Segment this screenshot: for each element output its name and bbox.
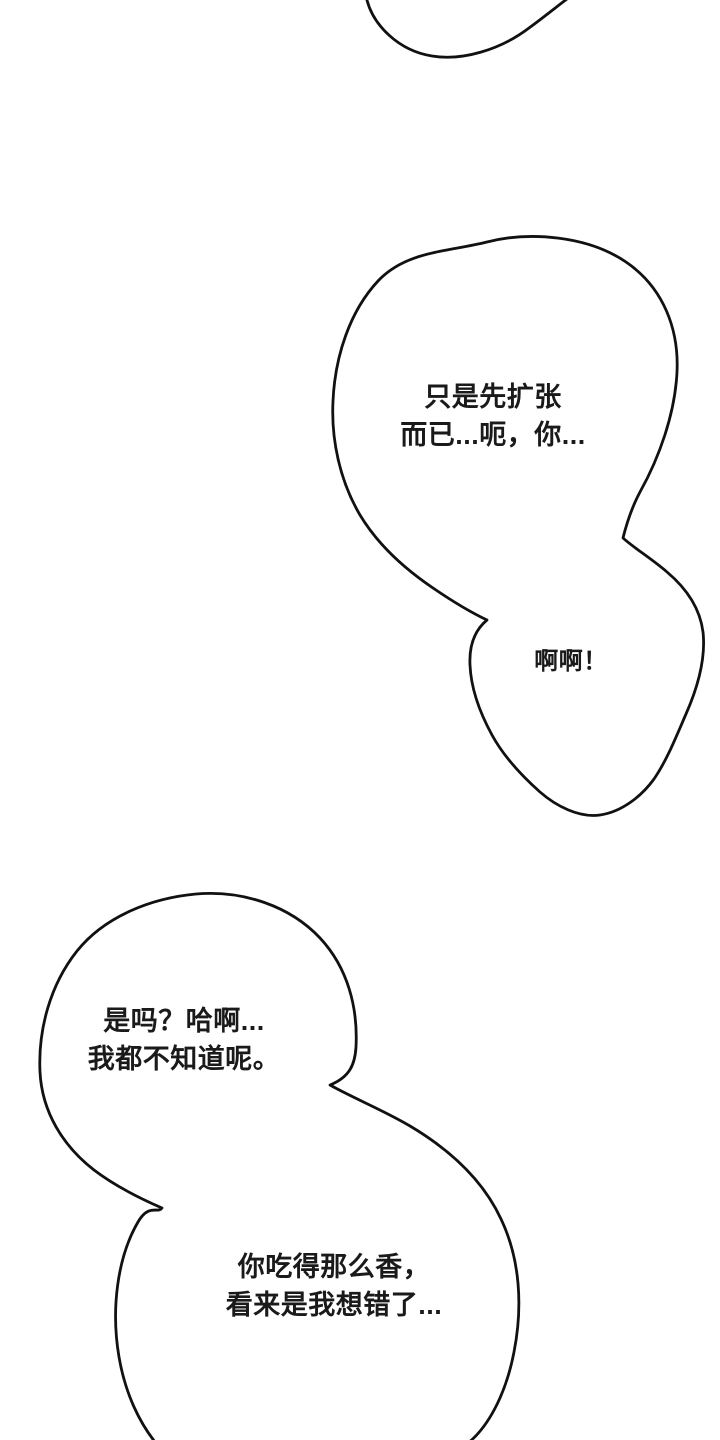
speech-bubble-1-shape [331, 235, 705, 817]
speech-bubble-2-shape [38, 892, 521, 1440]
speech-bubble-top-partial-shape [365, 0, 568, 59]
